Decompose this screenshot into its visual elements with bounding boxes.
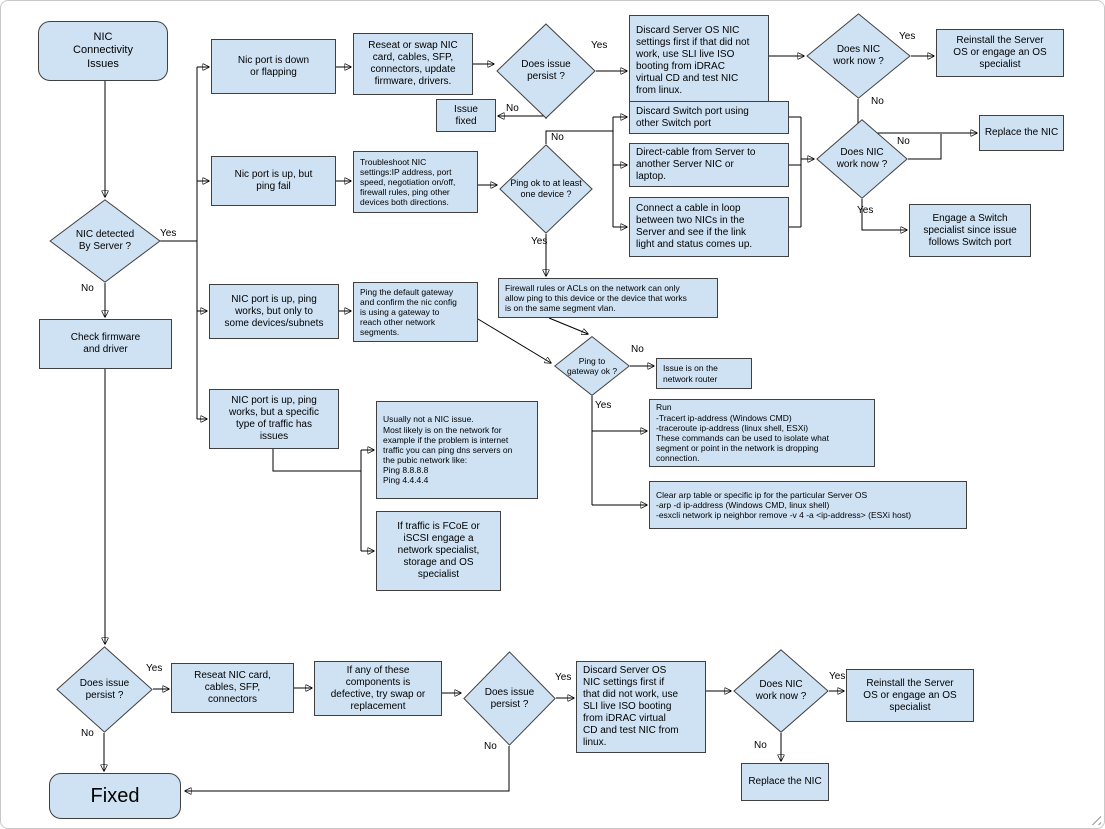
- node-work-now-mid-label: Does NIC work now ?: [836, 147, 888, 170]
- node-start: NIC Connectivity Issues: [38, 21, 168, 81]
- node-gateway-ok: Ping to gateway ok ?: [554, 336, 630, 396]
- edge-firewall-gatewayok: [548, 317, 588, 334]
- node-replace-nic-bottom: Replace the NIC: [741, 763, 829, 801]
- node-replace-nic-right: Replace the NIC: [979, 115, 1064, 151]
- node-work-now-bottom: Does NIC work now ?: [733, 649, 829, 733]
- node-reinstall-bottom: Reinstall the Server OS or engage an OS …: [846, 669, 974, 722]
- node-check-firmware: Check firmware and driver: [39, 319, 172, 369]
- node-persist-top: Does issue persist ?: [496, 23, 596, 119]
- node-firewall-note: Firewall rules or ACLs on the network ca…: [498, 278, 718, 318]
- edge-label-yes: Yes: [857, 205, 874, 216]
- edge-label-yes: Yes: [899, 31, 916, 42]
- node-gateway-ok-label: Ping to gateway ok ?: [566, 355, 618, 376]
- node-ping-ok-one: Ping ok to at least one device ?: [499, 144, 593, 234]
- node-work-now-top-label: Does NIC work now ?: [833, 44, 884, 67]
- node-port-up-ping-fail: Nic port is up, but ping fail: [211, 156, 336, 206]
- node-discard-os-bottom: Discard Server OS NIC settings first if …: [576, 661, 706, 753]
- node-troubleshoot-settings: Troubleshoot NIC settings:IP address, po…: [353, 151, 478, 213]
- edge-label-no: No: [631, 344, 644, 355]
- edge-worknowmid-yes-engage: [861, 199, 907, 230]
- node-persist-top-label: Does issue persist ?: [521, 59, 571, 82]
- edge-label-yes: Yes: [531, 236, 548, 247]
- edge-label-no: No: [81, 728, 94, 739]
- diamond-shape: [56, 646, 153, 733]
- node-run-tracert: Run -Tracert ip-address (Windows CMD) -t…: [649, 399, 875, 467]
- node-persist-bottom-mid: Does issue persist ?: [463, 651, 556, 746]
- node-swap-replace: If any of these components is defective,…: [314, 661, 442, 716]
- node-reinstall-top: Reinstall the Server OS or engage an OS …: [936, 29, 1064, 77]
- node-traffic-issues: NIC port is up, ping works, but a specif…: [209, 389, 339, 449]
- node-ping-some-devices: NIC port is up, ping works, but only to …: [209, 284, 339, 339]
- diamond-shape: [806, 13, 911, 99]
- node-persist-bottom-left: Does issue persist ?: [56, 646, 153, 733]
- node-issue-fixed: Issue fixed: [436, 99, 496, 132]
- node-nic-detected-label: NIC detected By Server ?: [75, 229, 135, 252]
- node-work-now-top: Does NIC work now ?: [806, 13, 911, 99]
- edge-label-no: No: [871, 96, 884, 107]
- diamond-shape: [496, 23, 596, 119]
- diamond-shape: [733, 649, 829, 733]
- edge-label-yes: Yes: [595, 400, 612, 411]
- diamond-shape: [816, 119, 908, 199]
- edge-label-no: No: [897, 136, 910, 147]
- node-not-nic-issue: Usually not a NIC issue. Most likely is …: [376, 401, 538, 499]
- edge-label-no: No: [551, 132, 564, 143]
- connector-lines: [159, 67, 942, 551]
- node-ping-default-gateway: Ping the default gateway and confirm the…: [353, 282, 478, 342]
- node-nic-detected: NIC detected By Server ?: [49, 199, 161, 283]
- node-work-now-mid: Does NIC work now ?: [816, 119, 908, 199]
- node-router-issue: Issue is on the network router: [656, 358, 752, 389]
- diamond-shape: [499, 144, 593, 234]
- node-discard-switch-port: Discard Switch port using other Switch p…: [629, 101, 789, 134]
- node-work-now-bottom-label: Does NIC work now ?: [755, 679, 807, 702]
- edge-label-no: No: [484, 741, 497, 752]
- node-reseat-bottom: Reseat NIC card, cables, SFP, connectors: [171, 663, 294, 713]
- node-direct-cable: Direct-cable from Server to another Serv…: [629, 143, 789, 187]
- node-fixed: Fixed: [49, 773, 181, 819]
- edge-label-yes: Yes: [829, 671, 846, 682]
- edge-label-yes: Yes: [555, 672, 572, 683]
- edge-label-yes: Yes: [146, 663, 163, 674]
- node-fcoe-iscsi: If traffic is FCoE or iSCSI engage a net…: [376, 511, 501, 591]
- node-clear-arp: Clear arp table or specific ip for the p…: [649, 481, 967, 529]
- edge-pinggw-gatewayok: [477, 318, 551, 363]
- edge-label-no: No: [506, 103, 519, 114]
- edge-label-yes: Yes: [591, 40, 608, 51]
- diamond-shape: [49, 199, 161, 283]
- node-engage-switch-specialist: Engage a Switch specialist since issue f…: [909, 204, 1031, 257]
- node-port-down: Nic port is down or flapping: [211, 39, 336, 94]
- node-reseat-swap: Reseat or swap NIC card, cables, SFP, co…: [353, 33, 473, 95]
- node-ping-ok-one-label: Ping ok to at least one device ?: [510, 178, 582, 199]
- diamond-shape: [554, 336, 630, 396]
- edge-persistbm-no-fixed: [185, 746, 510, 791]
- edge-label-yes: Yes: [160, 228, 177, 239]
- node-persist-bottom-left-label: Does issue persist ?: [79, 677, 130, 701]
- node-persist-bottom-mid-label: Does issue persist ?: [484, 686, 535, 710]
- edge-label-no: No: [754, 740, 767, 751]
- node-discard-os-top: Discard Server OS NIC settings first if …: [629, 15, 769, 107]
- edge-label-no: No: [81, 283, 94, 294]
- diamond-shape: [463, 651, 556, 746]
- node-loop-cable: Connect a cable in loop between two NICs…: [629, 197, 789, 257]
